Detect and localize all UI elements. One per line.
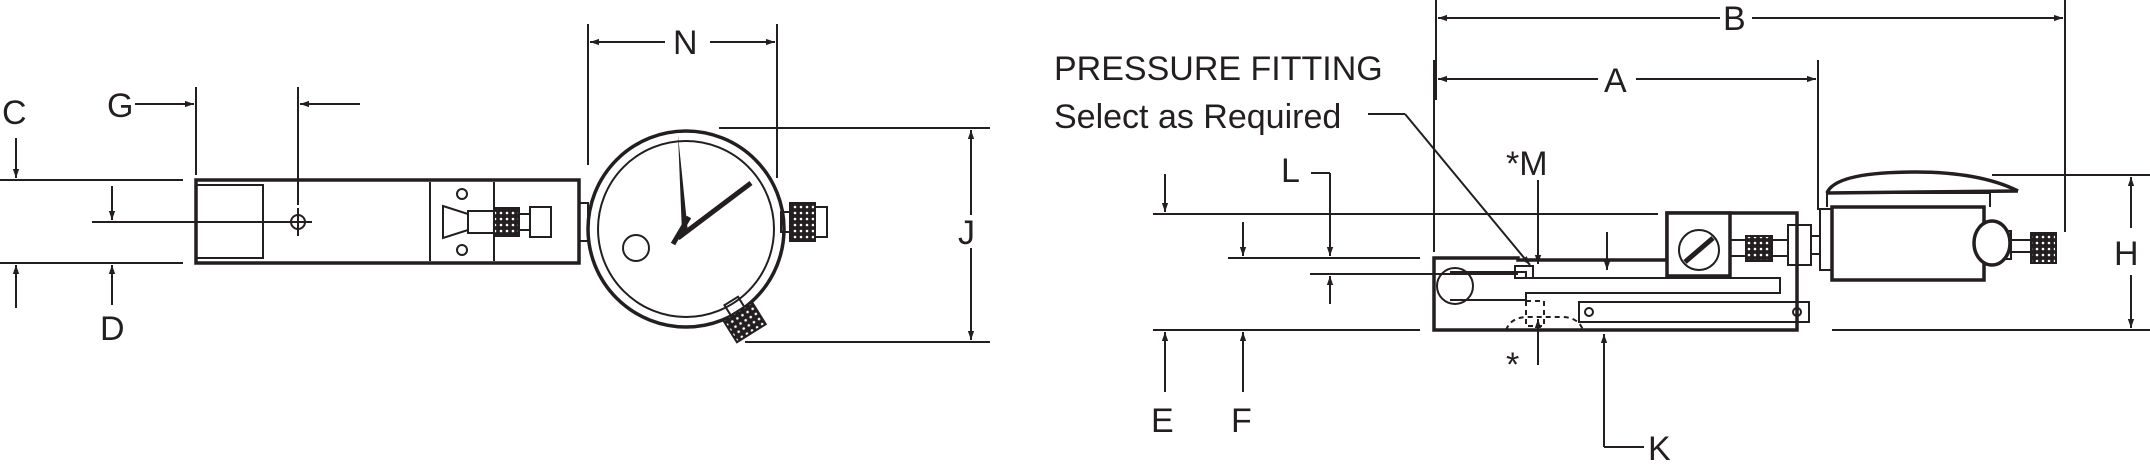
dim-label-f: F (1231, 402, 1252, 440)
dim-label-star: * (1506, 346, 1519, 384)
dial-knob-bottom (721, 295, 768, 344)
dim-label-e: E (1151, 402, 1174, 440)
dim-label-c: C (2, 94, 27, 132)
dial-gauge-face (586, 129, 786, 329)
dim-label-n: N (673, 24, 698, 62)
pressure-fitting-top (442, 204, 552, 240)
dim-label-a: A (1604, 62, 1627, 100)
scale-strip (1578, 301, 1810, 323)
callout-line-1: PRESSURE FITTING (1054, 50, 1383, 88)
dim-label-l: L (1281, 152, 1300, 190)
screw-icon (1678, 229, 1720, 271)
side-view: PRESSURE FITTING Select as Required B A … (1054, 0, 2150, 464)
dial-knob-right (780, 202, 828, 242)
dim-label-b: B (1723, 0, 1746, 38)
dim-label-h: H (2114, 235, 2139, 273)
dim-label-k: K (1648, 430, 1671, 464)
callout-line-2: Select as Required (1054, 98, 1341, 136)
dim-label-m: *M (1506, 145, 1548, 183)
dim-label-j: J (958, 214, 975, 252)
top-view: C G D N J (0, 24, 990, 348)
pressure-fitting-side (1729, 224, 1821, 266)
adjust-block (1665, 211, 1732, 278)
dim-label-d: D (100, 310, 125, 348)
dial-gauge-side (1819, 170, 2057, 282)
dim-label-g: G (107, 87, 133, 125)
